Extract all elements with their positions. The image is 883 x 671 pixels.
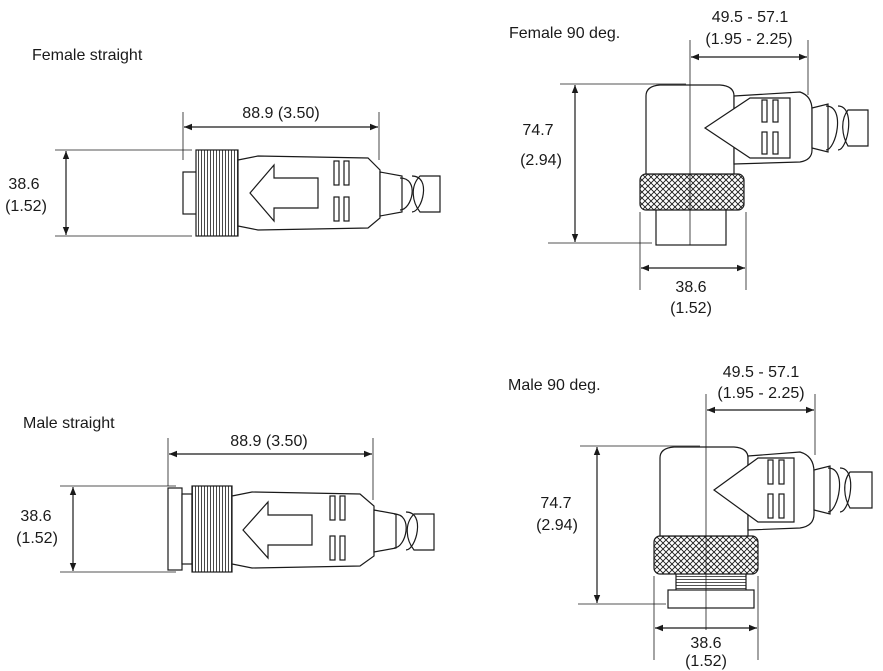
female-straight-socket-face xyxy=(182,171,198,215)
male-90-width-label-in: (1.52) xyxy=(685,653,727,670)
male-90-reach-label-mm: 49.5 - 57.1 xyxy=(723,364,800,381)
female-straight-arrow-grip xyxy=(249,163,319,223)
female-straight-view: Female straight 88.9 (3.50) 38.6 xyxy=(5,47,441,237)
female-90-knurled-nut xyxy=(639,173,745,211)
female-90-cable xyxy=(825,105,850,151)
female-90-arrow-grip xyxy=(703,97,791,159)
male-90-arrow-grip xyxy=(712,457,795,523)
male-90-cable-break xyxy=(844,471,873,509)
female-90-socket xyxy=(655,204,727,246)
male-straight-flange xyxy=(167,487,183,571)
female-straight-title: Female straight xyxy=(32,47,143,64)
male-90-view: Male 90 deg. 49.5 - 57.1 (1.95 - 2.25) xyxy=(508,364,873,670)
female-straight-grip-slots xyxy=(333,160,350,222)
female-straight-cable-boot xyxy=(379,171,403,217)
female-90-grip-slots xyxy=(761,99,779,155)
female-90-reach-label-mm: 49.5 - 57.1 xyxy=(712,9,789,26)
male-90-cable xyxy=(827,467,852,513)
male-90-thread xyxy=(675,571,747,593)
male-90-flange xyxy=(667,589,755,609)
female-straight-length-label: 88.9 (3.50) xyxy=(242,105,319,122)
female-90-width-label-in: (1.52) xyxy=(670,300,712,317)
female-90-width-label-mm: 38.6 xyxy=(675,279,706,296)
female-straight-coupling-nut xyxy=(195,149,239,237)
male-straight-cable-break xyxy=(406,513,435,551)
male-straight-grip-slots xyxy=(329,495,346,561)
male-90-connector xyxy=(653,446,873,609)
male-90-title: Male 90 deg. xyxy=(508,377,601,394)
male-straight-connector xyxy=(167,485,435,573)
female-90-title: Female 90 deg. xyxy=(509,25,620,42)
male-straight-coupling-nut xyxy=(191,485,233,573)
female-90-height-label-mm: 74.7 xyxy=(522,122,553,139)
male-straight-arrow-grip xyxy=(242,500,313,560)
female-90-view: Female 90 deg. 49.5 - 57.1 (1.95 - 2.25) xyxy=(509,9,869,317)
female-straight-height-label-mm: 38.6 xyxy=(8,176,39,193)
female-90-cable-boot xyxy=(811,103,829,153)
male-90-reach-label-in: (1.95 - 2.25) xyxy=(717,385,804,402)
male-straight-title: Male straight xyxy=(23,415,115,432)
male-straight-cable xyxy=(393,511,419,551)
female-straight-height-label-in: (1.52) xyxy=(5,198,47,215)
male-straight-view: Male straight 88.9 (3.50) 38.6 xyxy=(16,415,435,573)
male-straight-height-label-mm: 38.6 xyxy=(20,508,51,525)
female-90-reach-label-in: (1.95 - 2.25) xyxy=(705,31,792,48)
female-90-cable-break xyxy=(842,109,869,147)
male-straight-height-label-in: (1.52) xyxy=(16,530,58,547)
female-straight-cable xyxy=(399,175,425,213)
female-90-height-label-in: (2.94) xyxy=(520,152,562,169)
male-90-width-label-mm: 38.6 xyxy=(690,635,721,652)
female-straight-cable-break xyxy=(412,175,441,213)
male-straight-length-label: 88.9 (3.50) xyxy=(230,433,307,450)
male-straight-thread xyxy=(181,493,193,565)
female-90-connector xyxy=(639,84,869,246)
male-straight-cable-boot xyxy=(373,509,397,553)
male-90-height-label-mm: 74.7 xyxy=(540,495,571,512)
male-90-grip-slots xyxy=(767,459,785,519)
male-90-cable-boot xyxy=(813,465,831,515)
female-straight-connector xyxy=(182,149,441,237)
male-90-height-label-in: (2.94) xyxy=(536,517,578,534)
